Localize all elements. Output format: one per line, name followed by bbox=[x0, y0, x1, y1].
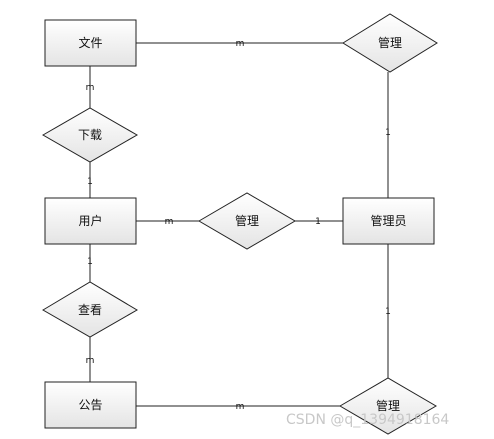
relationship-manage-user-label: 管理 bbox=[235, 213, 259, 228]
card-user-view: 1 bbox=[87, 257, 93, 267]
card-notice-manage: m bbox=[236, 402, 245, 412]
relationship-manage-notice: 管理 bbox=[339, 377, 437, 435]
entity-user: 用户 bbox=[44, 197, 137, 245]
entity-admin: 管理员 bbox=[342, 197, 435, 245]
relationship-download-label: 下载 bbox=[78, 128, 102, 142]
relationship-manage-file-label: 管理 bbox=[378, 35, 402, 50]
relationship-manage-file: 管理 bbox=[342, 13, 438, 73]
card-manage-admin-mid: 1 bbox=[315, 217, 321, 227]
entity-file-label: 文件 bbox=[78, 35, 102, 50]
cardinality-labels: m 1 m 1 m 1 1 m 1 m bbox=[86, 39, 391, 412]
connector-lines bbox=[89, 42, 389, 407]
entity-notice-label: 公告 bbox=[78, 398, 102, 412]
card-admin-manage-bottom: 1 bbox=[385, 307, 391, 317]
card-manage-admin-top: 1 bbox=[385, 128, 391, 138]
card-download-user: 1 bbox=[87, 177, 93, 187]
card-view-notice: m bbox=[86, 356, 95, 366]
card-file-download: m bbox=[86, 83, 95, 93]
entity-notice: 公告 bbox=[44, 381, 137, 429]
relationship-download: 下载 bbox=[41, 107, 139, 163]
relationship-view-label: 查看 bbox=[78, 303, 102, 317]
entity-file: 文件 bbox=[44, 19, 137, 67]
entity-admin-label: 管理员 bbox=[370, 213, 406, 228]
watermark: CSDN @q_1394918164 bbox=[286, 412, 449, 428]
entity-user-label: 用户 bbox=[78, 213, 102, 228]
relationship-view: 查看 bbox=[42, 281, 138, 338]
card-user-manage: m bbox=[165, 217, 174, 227]
relationship-manage-user: 管理 bbox=[198, 192, 296, 250]
relationship-manage-notice-label: 管理 bbox=[376, 398, 400, 413]
card-file-manage: m bbox=[236, 39, 245, 49]
